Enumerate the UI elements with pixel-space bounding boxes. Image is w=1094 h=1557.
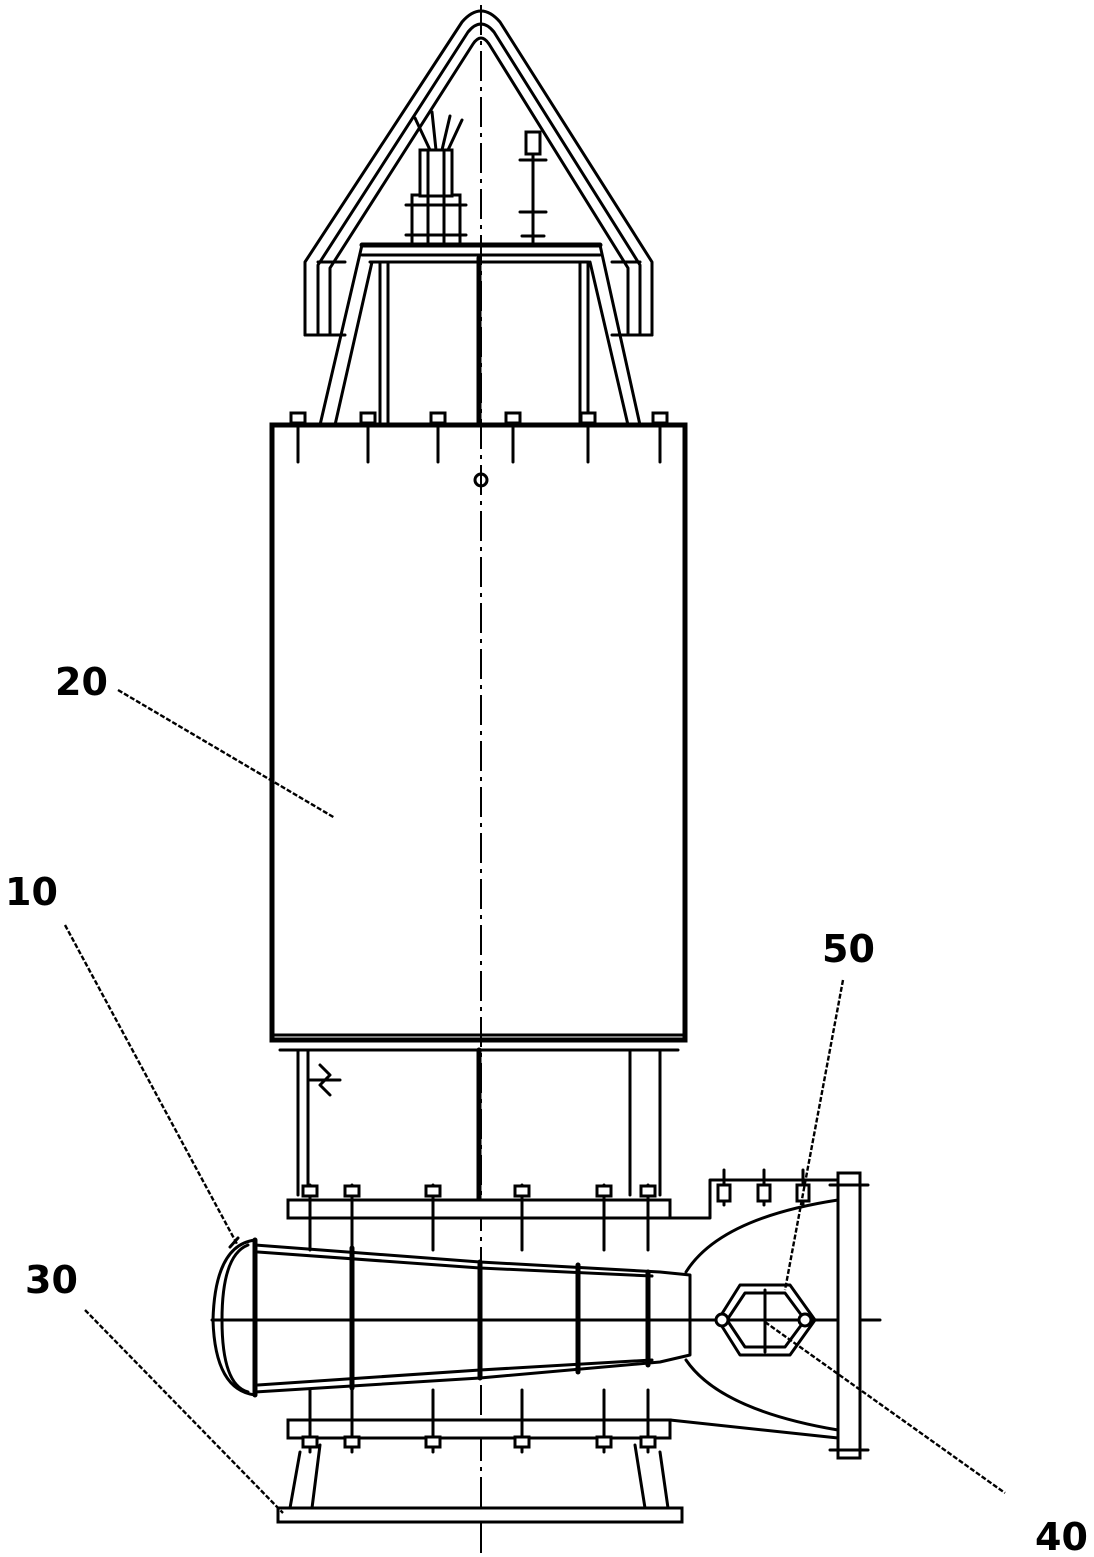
top-cover: [318, 242, 642, 428]
pump-upper-bolts: [301, 1183, 657, 1252]
motor-housing: [269, 411, 688, 1052]
base-plate: [276, 1443, 684, 1524]
ref-label-40: 40: [1035, 1515, 1088, 1557]
leader-50: [783, 979, 845, 1291]
discharge-outlet: [668, 1168, 870, 1460]
lower-frame: [296, 1047, 662, 1203]
pump-body: [210, 1183, 882, 1454]
leader-30: [84, 1309, 284, 1514]
ref-label-20: 20: [55, 660, 108, 704]
leader-10: [63, 924, 239, 1245]
pump-lower-bolts: [301, 1388, 657, 1454]
leader-20: [117, 688, 336, 820]
leader-40: [764, 1321, 1006, 1494]
cable-gland-right: [518, 130, 548, 247]
outlet-bolts: [716, 1168, 811, 1207]
ref-label-30: 30: [25, 1258, 78, 1302]
ref-label-50: 50: [822, 927, 875, 971]
top-bolts: [289, 411, 669, 464]
cable-gland-left: [404, 110, 468, 247]
ref-label-10: 10: [5, 870, 58, 914]
